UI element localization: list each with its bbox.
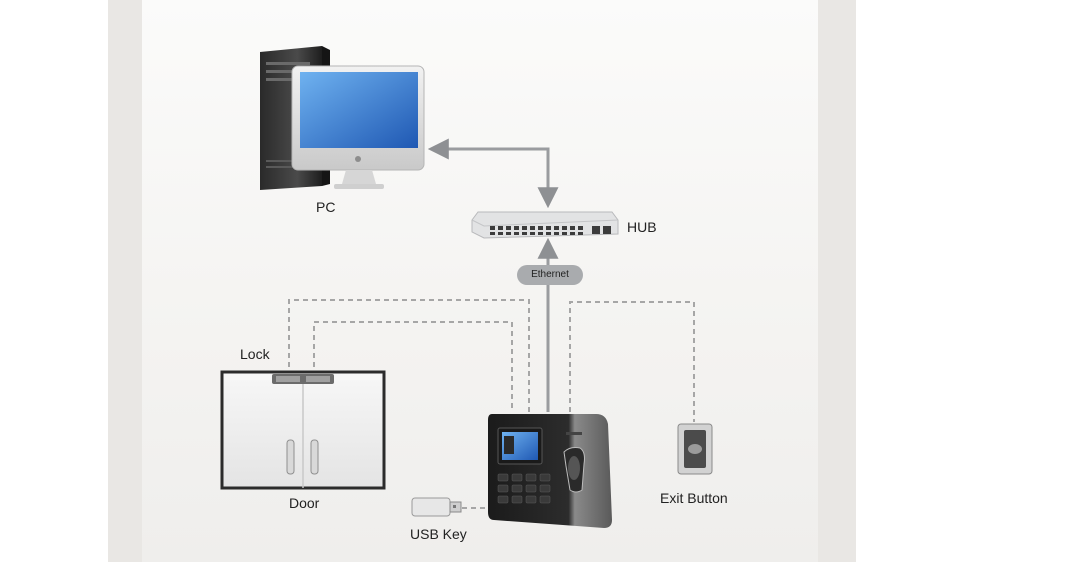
door-label: Door — [289, 495, 320, 511]
usb-key-icon — [411, 497, 462, 517]
lock-label: Lock — [240, 346, 270, 362]
usb-key-label: USB Key — [410, 526, 467, 542]
exit-button-label: Exit Button — [660, 490, 728, 506]
pc-label: PC — [316, 199, 336, 215]
exit-button-wiring — [569, 301, 695, 422]
pc-icon — [260, 46, 425, 190]
lock-icon — [272, 374, 334, 384]
exit-button-icon — [677, 423, 713, 475]
hub-label: HUB — [627, 219, 657, 235]
lock-wiring — [288, 299, 530, 412]
door-icon — [220, 370, 386, 490]
ethernet-label: Ethernet — [517, 265, 583, 285]
fingerprint-sensor-icon — [563, 447, 585, 493]
attendance-terminal-icon — [488, 414, 612, 528]
door-handle-icon — [286, 439, 319, 475]
hub-icon — [471, 211, 619, 239]
